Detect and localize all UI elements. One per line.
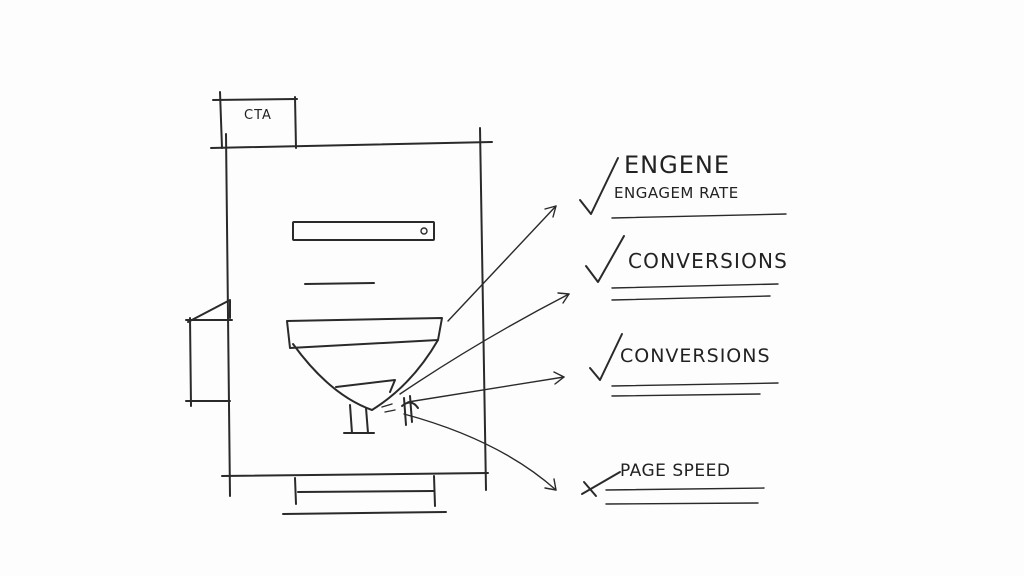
- arrow-to-engagement: [447, 205, 557, 322]
- text-line: [304, 282, 375, 285]
- metric-subtitle: ENGAGEM RATE: [614, 184, 739, 202]
- arrows: [399, 205, 570, 491]
- cross-icon: [581, 471, 621, 495]
- check-icon: [589, 333, 623, 381]
- footer-bar: [282, 475, 447, 515]
- metric-conversions-1: CONVERSIONS: [585, 235, 788, 301]
- metrics-list: ENGENE ENGAGEM RATE CONVERSIONS CONVERSI…: [579, 151, 788, 505]
- side-tab: [185, 299, 233, 407]
- wireframe-page: CTA: [185, 91, 493, 515]
- metric-title: CONVERSIONS: [628, 249, 788, 273]
- check-icon: [585, 235, 625, 283]
- arrow-to-page-speed: [403, 413, 557, 491]
- marker-icon: [381, 395, 419, 426]
- metric-title: ENGENE: [624, 151, 730, 179]
- arrow-to-conversions-1: [399, 292, 570, 395]
- cta-tab: CTA: [212, 91, 298, 149]
- input-bar: [292, 221, 435, 241]
- metric-conversions-2: CONVERSIONS: [589, 333, 779, 397]
- metric-title: PAGE SPEED: [620, 461, 730, 481]
- metric-title: CONVERSIONS: [620, 345, 771, 367]
- cta-label: CTA: [244, 108, 272, 123]
- metric-engagement: ENGENE ENGAGEM RATE: [579, 151, 787, 219]
- arrow-to-conversions-2: [407, 371, 565, 403]
- check-icon: [579, 157, 619, 215]
- metric-page-speed: PAGE SPEED: [581, 461, 765, 505]
- funnel-icon: [286, 317, 443, 434]
